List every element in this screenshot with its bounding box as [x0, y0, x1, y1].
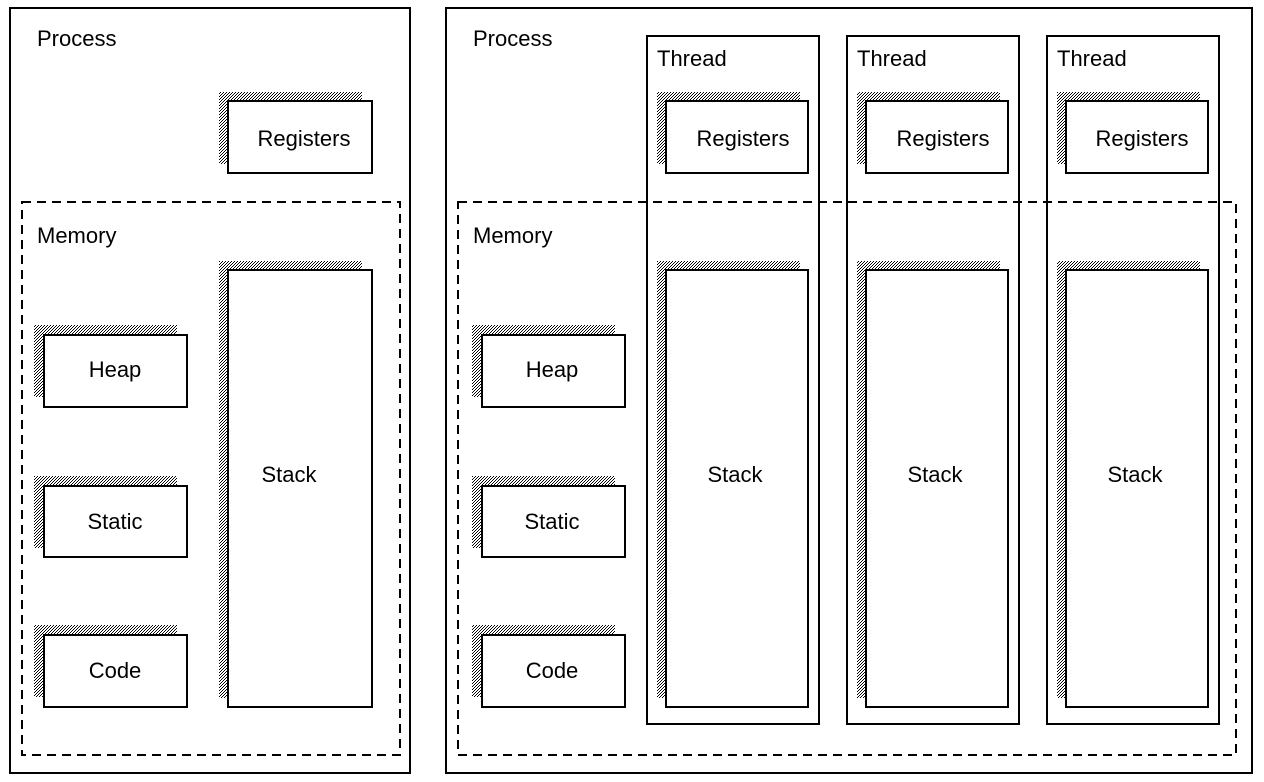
multi-heap-label: Heap	[526, 357, 579, 382]
thread-1-frame	[646, 35, 820, 725]
single-stack-label: Stack	[261, 462, 317, 487]
single-process-frame	[9, 7, 411, 774]
thread-2: Thread Registers Stack	[846, 35, 1020, 725]
single-memory-title: Memory	[37, 223, 116, 248]
single-process: Process Registers Memory Heap Static Cod…	[9, 7, 411, 774]
single-process-title: Process	[37, 26, 116, 51]
multi-code-label: Code	[526, 658, 579, 683]
thread-1-stack-label: Stack	[707, 462, 763, 487]
single-registers-label: Registers	[258, 126, 351, 151]
single-static-label: Static	[87, 509, 142, 534]
thread-2-title: Thread	[857, 46, 927, 71]
thread-3-stack-label: Stack	[1107, 462, 1163, 487]
single-memory-frame	[21, 201, 401, 756]
multi-process: Process Memory Heap Static Code Thread R…	[445, 7, 1253, 774]
single-code-box: Code	[34, 625, 188, 708]
thread-3-frame	[1046, 35, 1220, 725]
single-heap-box: Heap	[34, 325, 188, 408]
multi-heap-box: Heap	[472, 325, 626, 408]
multi-process-title: Process	[473, 26, 552, 51]
single-heap-label: Heap	[89, 357, 142, 382]
single-stack-box: Stack	[219, 261, 373, 708]
single-static-box: Static	[34, 476, 188, 558]
thread-3-title: Thread	[1057, 46, 1127, 71]
multi-code-box: Code	[472, 625, 626, 708]
multi-static-label: Static	[524, 509, 579, 534]
multi-process-frame	[445, 7, 1253, 774]
multi-memory-title: Memory	[473, 223, 552, 248]
thread-2-frame	[846, 35, 1020, 725]
multi-static-box: Static	[472, 476, 626, 558]
thread-3-registers-label: Registers	[1096, 126, 1189, 151]
thread-1: Thread Registers Stack	[646, 35, 820, 725]
thread-1-registers-label: Registers	[697, 126, 790, 151]
thread-3: Thread Registers Stack	[1046, 35, 1220, 725]
thread-1-title: Thread	[657, 46, 727, 71]
thread-2-stack-label: Stack	[907, 462, 963, 487]
single-registers-box: Registers	[219, 92, 373, 174]
thread-2-registers-label: Registers	[897, 126, 990, 151]
multi-memory-frame	[457, 201, 1237, 756]
single-code-label: Code	[89, 658, 142, 683]
